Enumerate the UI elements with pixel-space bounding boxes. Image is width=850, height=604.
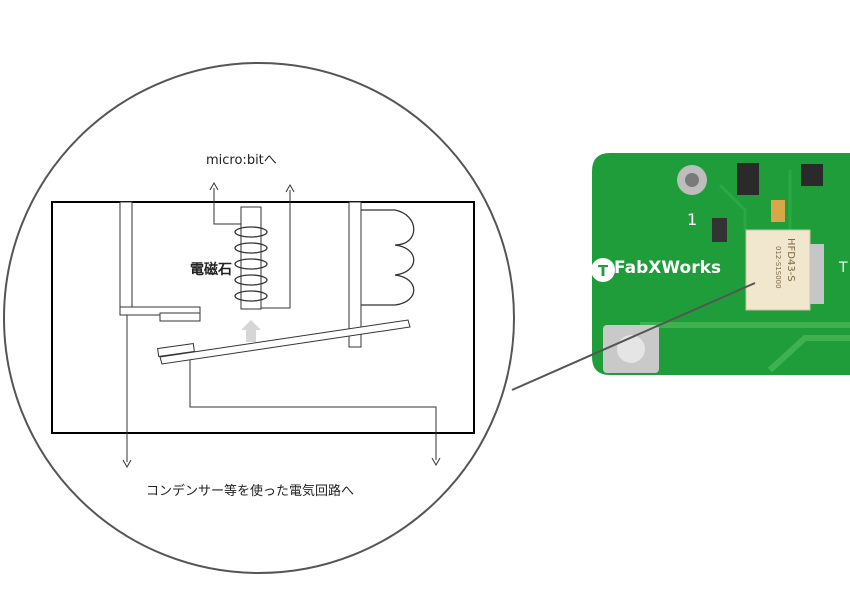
relay-housing (51, 201, 475, 434)
attraction-arrow (241, 320, 261, 342)
smd-component (712, 218, 727, 242)
pcb-logo-circle (591, 258, 615, 282)
smd-component (801, 164, 823, 186)
left-terminal-post (119, 201, 133, 311)
relay-schematic (51, 181, 475, 469)
pcb-partial-label: T (839, 260, 848, 276)
spring-post (348, 201, 362, 348)
magnifier-circle (3, 62, 515, 574)
armature-contact (157, 342, 195, 358)
relay-sub-label: 012-S1S000 (774, 246, 782, 289)
relay-model-label: HFD43-S (785, 238, 796, 282)
electromagnet-label: 電磁石 (190, 262, 232, 278)
pcb-trace (767, 335, 850, 373)
mounting-hole-center (685, 173, 699, 187)
common-output-wire (189, 360, 437, 460)
pcb-number-label: 1 (687, 210, 698, 229)
armature-lever (159, 319, 411, 365)
relay-lead (810, 244, 824, 304)
return-spring (361, 209, 415, 306)
smd-component (771, 200, 785, 222)
electromagnet-coil (234, 226, 268, 302)
pcb-board (592, 153, 850, 375)
microbit-wire-left (213, 188, 241, 225)
pcb-trace (718, 183, 747, 230)
microbit-wire-right (261, 190, 291, 309)
smd-component (737, 163, 759, 195)
electromagnet-core (240, 206, 262, 310)
left-output-arrow (122, 459, 132, 469)
corner-hole (617, 335, 645, 363)
zoom-connector-line (511, 282, 756, 391)
pcb-logo-t: T (598, 262, 609, 280)
pcb-brand-label: FabXWorks (614, 258, 721, 278)
microbit-arrow-right (285, 183, 295, 193)
circuit-label: コンデンサー等を使った電気回路へ (146, 484, 355, 499)
pcb-photo: T (591, 153, 850, 375)
microbit-arrow-left (209, 181, 219, 191)
microbit-label: micro:bitへ (206, 153, 277, 168)
relay-body (745, 229, 811, 311)
common-output-arrow (431, 457, 441, 467)
left-contact-tab (159, 312, 201, 322)
